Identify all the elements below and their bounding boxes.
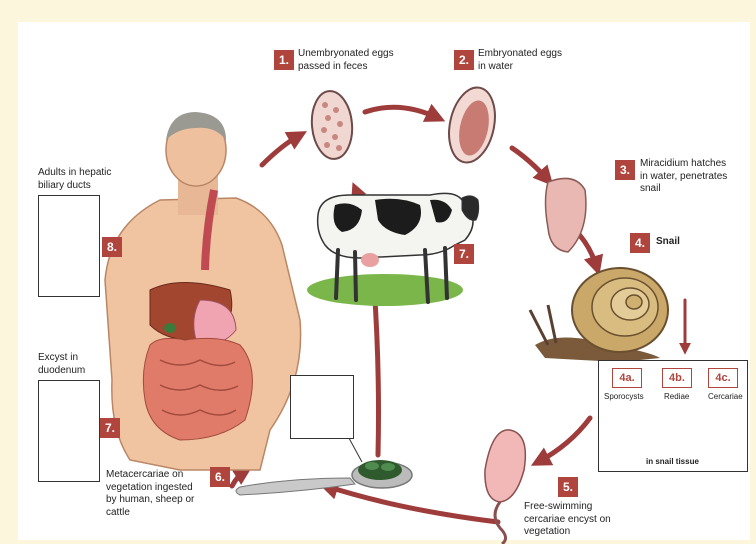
step-6-caption: Metacercariae on vegetation ingested by … <box>106 469 206 519</box>
miracidium-icon <box>546 178 586 252</box>
step-7-cow-badge: 7. <box>454 244 474 264</box>
arrow-eggs-to-embryonated <box>365 107 438 118</box>
excyst-box <box>38 380 100 482</box>
step-4b-badge: 4b. <box>662 368 692 388</box>
step-5-caption: Free-swimming cercariae encyst on vegeta… <box>524 501 616 539</box>
cercariae-label: Cercariae <box>708 392 743 401</box>
step-8-badge: 8. <box>102 237 122 257</box>
step-3-caption: Miracidium hatches in water, penetrates … <box>640 158 735 196</box>
step-4-caption: Snail <box>656 236 680 249</box>
step-1-badge: 1. <box>274 50 294 70</box>
arrow-to-cercariae <box>538 418 590 462</box>
step-2-caption: Embryonated eggs in water <box>478 48 568 73</box>
snail-icon <box>530 268 668 362</box>
arrow-to-cow <box>374 285 379 455</box>
step-1-caption: Unembryonated eggs passed in feces <box>298 48 408 73</box>
embryonated-egg-icon <box>443 83 502 166</box>
sporocysts-label: Sporocysts <box>604 392 644 401</box>
unembryonated-egg-icon <box>309 89 355 160</box>
arrow-to-miracidium <box>512 148 548 180</box>
step-4c-badge: 4c. <box>708 368 738 388</box>
step-2-badge: 2. <box>454 50 474 70</box>
arrow-to-eggs <box>262 135 300 165</box>
step-8-caption: Adults in hepatic biliary ducts <box>38 167 128 192</box>
step-6-badge: 6. <box>210 467 230 487</box>
spoon-with-vegetation-icon <box>236 460 412 495</box>
snail-tissue-label: in snail tissue <box>646 457 699 466</box>
step-3-badge: 3. <box>615 160 635 180</box>
free-swimming-cercaria-icon <box>485 430 525 544</box>
metacercaria-box <box>290 375 354 439</box>
adult-fluke-box <box>38 195 100 297</box>
step-7-excyst-badge: 7. <box>100 418 120 438</box>
human-figure <box>105 112 301 470</box>
step-5-badge: 5. <box>558 477 578 497</box>
step-4-badge: 4. <box>630 233 650 253</box>
cow-icon <box>307 193 479 306</box>
arrow-to-human <box>232 470 246 486</box>
arrow-to-vegetation <box>326 486 498 522</box>
step-4a-badge: 4a. <box>612 368 642 388</box>
step-7-excyst-caption: Excyst in duodenum <box>38 352 98 377</box>
rediae-label: Rediae <box>664 392 689 401</box>
